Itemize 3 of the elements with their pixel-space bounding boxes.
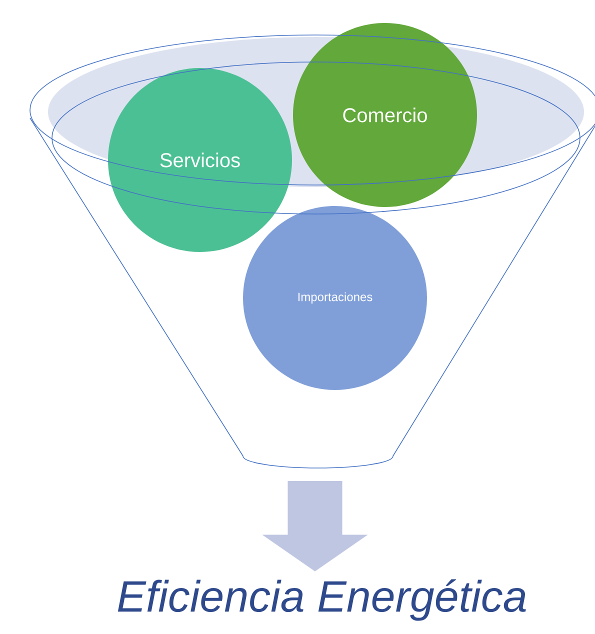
block-arrow bbox=[262, 480, 368, 572]
title-text: Eficiencia Energética bbox=[118, 579, 526, 621]
funnel-drawing bbox=[30, 34, 595, 468]
